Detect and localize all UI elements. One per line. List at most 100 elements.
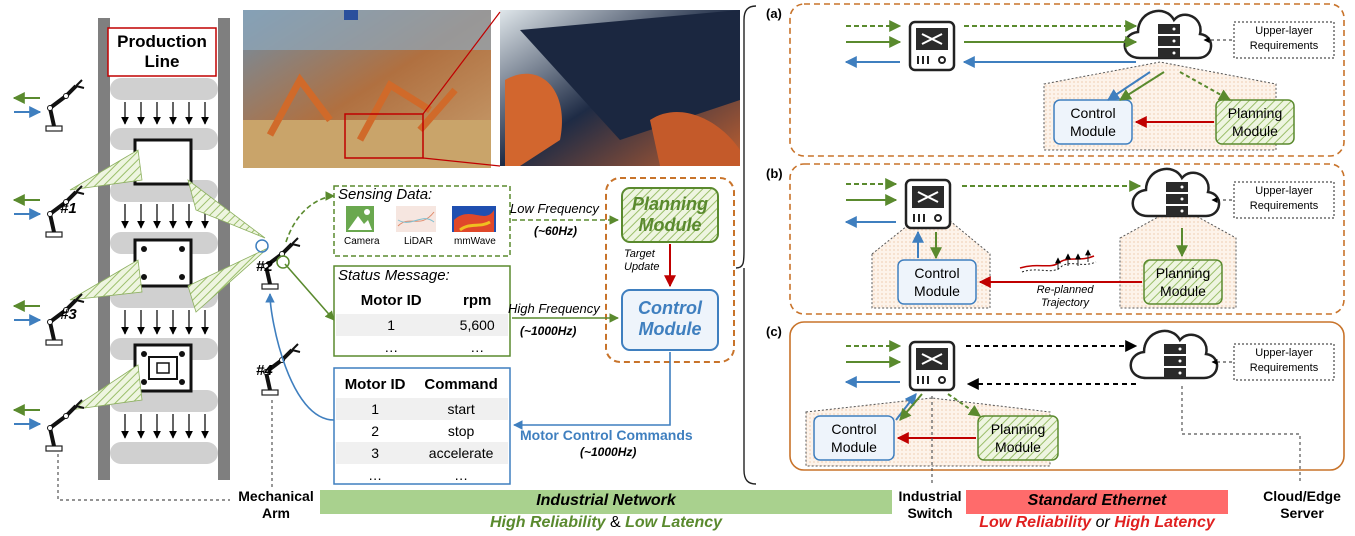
panel-a-control-line-2: Module — [1070, 123, 1116, 139]
panel-b-req-line-1: Upper-layer — [1255, 185, 1313, 197]
panel-a — [789, 3, 1345, 157]
closeup-photo — [500, 10, 740, 166]
industrial-network-props: High Reliability & Low Latency — [320, 514, 892, 532]
mmwave-label: mmWave — [454, 236, 496, 247]
panel-c-control-line-1: Control — [831, 421, 877, 437]
planning-module-line-2: Module — [638, 215, 702, 235]
panel-a-req-line-1: Upper-layer — [1255, 25, 1313, 37]
panel-b-control-line-2: Module — [914, 283, 960, 299]
low-frequency-value: (~60Hz) — [534, 224, 578, 238]
trajectory-icon — [1019, 249, 1097, 273]
target-update-line-2: Update — [624, 261, 660, 273]
status-message-box — [333, 265, 511, 357]
command-col-motor-id: Motor ID — [344, 375, 406, 393]
table-cell: … — [470, 339, 485, 355]
arm-4-label: #4 — [256, 362, 273, 379]
panel-b-planning-line-2: Module — [1160, 283, 1206, 299]
lidar-label: LiDAR — [404, 236, 433, 247]
replanned-trajectory-line-2: Trajectory — [1040, 297, 1090, 309]
standard-ethernet-label: Standard Ethernet — [1027, 492, 1167, 509]
arm-top-left — [44, 78, 86, 133]
standard-ethernet-props: Low Reliability or High Latency — [944, 514, 1250, 532]
mmwave-icon — [452, 206, 496, 232]
panel-a-planning-line-1: Planning — [1227, 105, 1283, 121]
planning-module-line-1: Planning — [632, 194, 708, 214]
panel-b — [789, 163, 1345, 315]
table-cell: 2 — [371, 423, 379, 439]
panel-c-label: (c) — [766, 324, 782, 339]
production-line-title-1: Production — [117, 32, 207, 51]
table-cell: stop — [447, 423, 475, 439]
table-row: 2 stop — [336, 420, 508, 442]
standard-ethernet-bar — [966, 490, 1228, 514]
table-cell: accelerate — [414, 442, 508, 464]
production-line-title-box — [107, 27, 217, 77]
panel-b-planning-line-1: Planning — [1155, 265, 1211, 281]
motor-control-commands-value: (~1000Hz) — [580, 445, 637, 459]
control-module-line-1: Control — [638, 298, 702, 318]
panel-b-label: (b) — [766, 166, 783, 181]
low-frequency-label: Low Frequency — [510, 201, 599, 216]
table-cell: 1 — [336, 314, 447, 336]
production-line-title-2: Line — [144, 52, 180, 71]
replanned-trajectory-line-1: Re-planned — [1036, 284, 1094, 296]
lidar-icon — [396, 206, 436, 232]
high-frequency-label: High Frequency — [508, 301, 600, 316]
industrial-network-bar — [320, 490, 892, 514]
control-module-label: Control Module — [622, 298, 718, 340]
table-cell: 1 — [336, 398, 415, 420]
status-col-rpm: rpm — [463, 291, 492, 309]
industrial-switch-line-2: Switch — [907, 505, 953, 521]
table-cell: 5,600 — [446, 314, 508, 336]
panel-a-label: (a) — [766, 6, 782, 21]
table-row: …… — [336, 464, 508, 486]
sensing-data-title: Sensing Data: — [338, 186, 433, 203]
cloud-edge-line-1: Cloud/Edge — [1263, 488, 1341, 504]
table-cell: … — [368, 467, 383, 483]
production-line — [98, 18, 230, 480]
panel-a-control-line-1: Control — [1070, 105, 1116, 121]
mechanical-arm-line-2: Arm — [261, 505, 290, 521]
high-frequency-value: (~1000Hz) — [520, 324, 577, 338]
motor-control-commands-label: Motor Control Commands — [520, 427, 693, 443]
factory-photo — [243, 10, 491, 168]
command-box — [333, 367, 511, 485]
table-cell: … — [384, 339, 399, 355]
sensing-beams — [69, 149, 269, 411]
industrial-network-label: Industrial Network — [536, 492, 676, 509]
panel-c-planning-line-1: Planning — [990, 421, 1046, 437]
command-col-command: Command — [424, 375, 498, 393]
target-update-label: Target Update — [624, 248, 659, 274]
mechanical-arm-line-1: Mechanical — [238, 488, 314, 504]
panel-c-req-line-2: Requirements — [1249, 362, 1319, 374]
production-line-title: Production Line — [108, 32, 216, 72]
panel-b-req-line-2: Requirements — [1249, 200, 1319, 212]
arm-2-label: #2 — [256, 258, 273, 275]
camera-icon — [346, 206, 374, 232]
status-message-title: Status Message: — [338, 267, 450, 284]
table-row: …… — [336, 336, 508, 358]
panel-a-planning-line-2: Module — [1232, 123, 1278, 139]
industrial-switch-line-1: Industrial — [898, 488, 962, 504]
panel-c-planning-line-2: Module — [995, 439, 1041, 455]
panel-c — [789, 321, 1345, 471]
cloud-edge-line-2: Server — [1280, 505, 1324, 521]
arm-3-label: #3 — [60, 306, 77, 323]
status-col-motor-id: Motor ID — [360, 291, 422, 309]
